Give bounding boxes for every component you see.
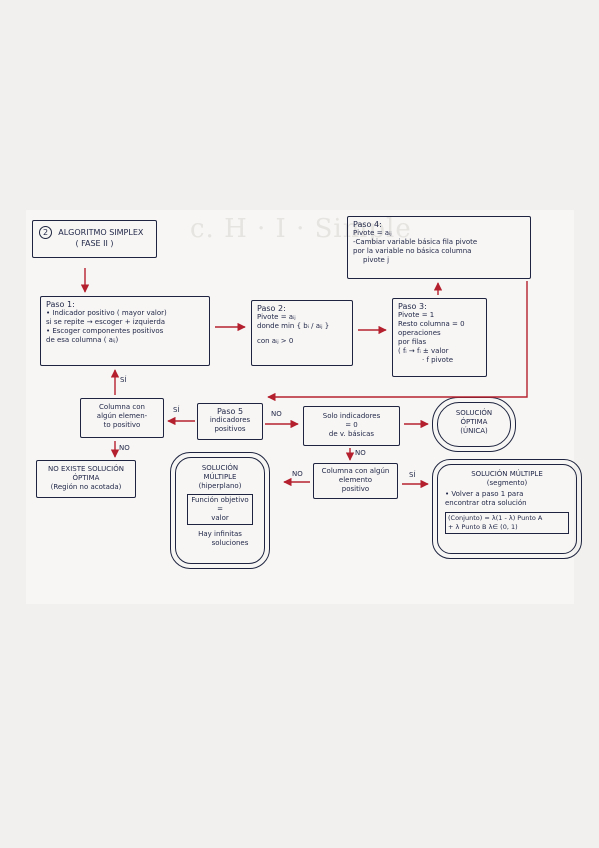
paso1-heading: Paso 1: <box>46 300 75 309</box>
paso4-box: Paso 4: Pivote = aᵢⱼ -Cambiar variable b… <box>347 216 531 279</box>
title-line-2: ( FASE II ) <box>75 239 114 248</box>
formula-line: (Conjunto) = λ(1 - λ) Punto A <box>448 514 543 522</box>
check-line: Columna con <box>99 403 145 411</box>
paso5-line: positivos <box>214 425 246 433</box>
objective-line: Función objetivo <box>191 496 249 504</box>
paso2-heading: Paso 2: <box>257 304 286 313</box>
paso3-box: Paso 3: Pivote = 1 Resto columna = 0 ope… <box>392 298 487 377</box>
paso3-line: · f pivote <box>422 356 454 364</box>
paso3-line: por filas <box>398 338 427 346</box>
no-solution-line: ÓPTIMA <box>72 474 100 482</box>
segment-formula-box: (Conjunto) = λ(1 - λ) Punto A + λ Punto … <box>445 512 569 534</box>
no-solution-line: (Región no acotada) <box>50 483 122 491</box>
paso1-line: • Escoger componentes positivos <box>46 327 164 335</box>
label-no-down-left: NO <box>119 444 130 452</box>
label-si-left: SÍ <box>173 406 180 414</box>
paso3-line: Resto columna = 0 <box>398 320 465 328</box>
label-no-left: NO <box>292 470 303 478</box>
paso3-heading: Paso 3: <box>398 302 427 311</box>
multiple-hyperplane-inner: SOLUCIÓN MÚLTIPLE (hiperplano) Función o… <box>175 457 265 564</box>
formula-line: + λ Punto B λ∈ (0, 1) <box>448 523 518 531</box>
step-number: 2 <box>39 226 52 239</box>
segment-line: (segmento) <box>486 479 528 487</box>
title-line-1: ALGORITMO SIMPLEX <box>58 228 144 237</box>
paso1-line: de esa columna ( aᵢⱼ) <box>46 336 119 344</box>
optimal-unique-inner: SOLUCIÓN ÓPTIMA (ÚNICA) <box>437 402 511 447</box>
zero-indicators-box: Solo indicadores = 0 de v. básicas <box>303 406 400 446</box>
no-solution-line: NO EXISTE SOLUCIÓN <box>48 465 124 473</box>
paso5-line: indicadores <box>209 416 251 424</box>
paper-sheet <box>26 210 574 604</box>
column-line: elemento <box>338 476 373 484</box>
paso3-line: Pivote = 1 <box>398 311 435 319</box>
hyperplane-footer: Hay infinitas <box>198 530 242 538</box>
optimal-line: (ÚNICA) <box>460 427 488 435</box>
multiple-hyperplane-outer: SOLUCIÓN MÚLTIPLE (hiperplano) Función o… <box>170 452 270 569</box>
paso2-box: Paso 2: Pivote = aᵢⱼ donde min { bᵢ / aᵢ… <box>251 300 353 366</box>
segment-line: encontrar otra solución <box>445 499 527 507</box>
hyperplane-footer: soluciones <box>211 539 249 547</box>
paso5-line: Paso 5 <box>216 407 244 416</box>
paso1-line: • Indicador positivo ( mayor valor) <box>46 309 167 317</box>
column-element-box: Columna con algún elemento positivo <box>313 463 398 499</box>
zero-line: = 0 <box>345 421 358 429</box>
no-solution-box: NO EXISTE SOLUCIÓN ÓPTIMA (Región no aco… <box>36 460 136 498</box>
paso3-line: operaciones <box>398 329 441 337</box>
watermark-text: c. H · I · Simple <box>190 214 412 244</box>
column-line: positivo <box>341 485 370 493</box>
label-no-down-right: NO <box>355 449 366 457</box>
optimal-line: SOLUCIÓN <box>455 409 493 417</box>
paso4-line: Pivote = aᵢⱼ <box>353 229 392 237</box>
check-line: to positivo <box>103 421 141 429</box>
check-line: algún elemen- <box>96 412 148 420</box>
hyperplane-line: SOLUCIÓN <box>201 464 239 472</box>
title-box: 2 ALGORITMO SIMPLEX ( FASE II ) <box>32 220 157 258</box>
paso4-line: pivote j <box>363 256 390 264</box>
segment-line: • Volver a paso 1 para <box>445 490 524 498</box>
paso5-box: Paso 5 indicadores positivos <box>197 403 263 440</box>
paso2-line: con aᵢⱼ > 0 <box>257 337 294 345</box>
objective-line: = <box>217 505 223 513</box>
hyperplane-line: (hiperplano) <box>198 482 242 490</box>
column-positive-check-box: Columna con algún elemen- to positivo <box>80 398 164 438</box>
paso1-box: Paso 1: • Indicador positivo ( mayor val… <box>40 296 210 366</box>
multiple-segment-outer: SOLUCIÓN MÚLTIPLE (segmento) • Volver a … <box>432 459 582 559</box>
column-line: Columna con algún <box>321 467 390 475</box>
label-no-right: NO <box>271 410 282 418</box>
paso4-line: -Cambiar variable básica fila pivote <box>353 238 478 246</box>
zero-line: de v. básicas <box>328 430 375 438</box>
zero-line: Solo indicadores <box>322 412 381 420</box>
paso2-line: donde min { bᵢ / aᵢⱼ } <box>257 322 330 330</box>
paso3-line: ( fᵢ → fᵢ ± valor <box>398 347 449 355</box>
objective-function-box: Función objetivo = valor <box>187 494 253 525</box>
arrow-paso4-to-paso5 <box>267 281 528 402</box>
label-si-right: SÍ <box>409 471 416 479</box>
paso4-line: por la variable no básica columna <box>353 247 472 255</box>
segment-line: SOLUCIÓN MÚLTIPLE <box>471 470 543 478</box>
multiple-segment-inner: SOLUCIÓN MÚLTIPLE (segmento) • Volver a … <box>437 464 577 554</box>
paso1-line: si se repite → escoger + izquierda <box>46 318 166 326</box>
paso4-heading: Paso 4: <box>353 220 382 229</box>
label-si-up: SÍ <box>120 376 127 384</box>
objective-line: valor <box>211 514 229 522</box>
hyperplane-line: MÚLTIPLE <box>203 473 237 481</box>
paso2-line: Pivote = aᵢⱼ <box>257 313 296 321</box>
optimal-line: ÓPTIMA <box>460 418 488 426</box>
